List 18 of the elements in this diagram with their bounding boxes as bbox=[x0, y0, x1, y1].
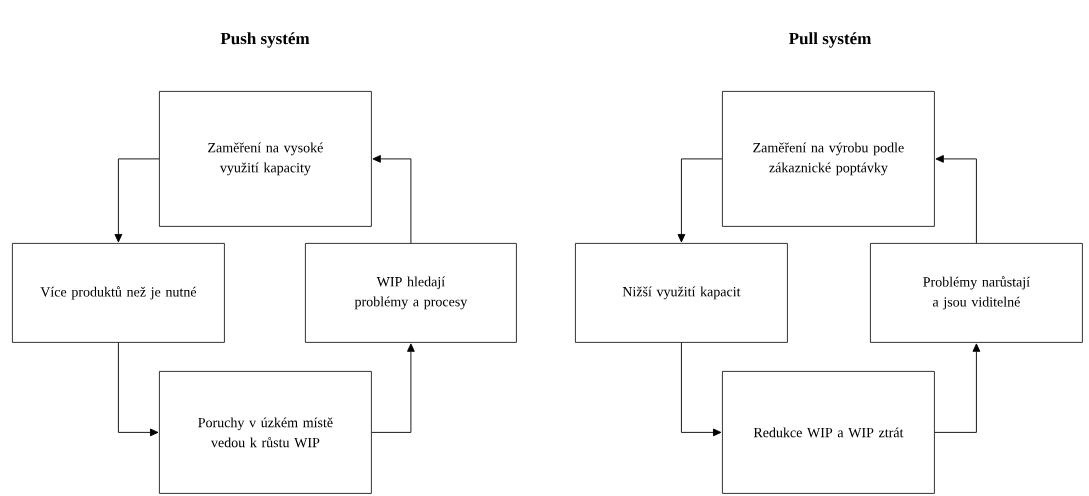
panel-title: Push systém bbox=[220, 32, 310, 48]
arrow bbox=[677, 158, 723, 243]
process-box: Více produktů než je nutné bbox=[12, 243, 225, 343]
panel-title: Pull systém bbox=[789, 32, 872, 48]
arrow bbox=[371, 343, 415, 433]
arrow bbox=[117, 342, 159, 437]
process-box: Zaměření na vysoké využití kapacity bbox=[159, 91, 372, 227]
process-box: Zaměření na výrobu podle zákaznické poptávky bbox=[722, 91, 935, 227]
process-box: Nižší využití kapacit bbox=[575, 243, 788, 343]
arrow bbox=[934, 343, 981, 433]
arrow bbox=[372, 155, 412, 244]
arrow bbox=[935, 155, 977, 244]
arrow bbox=[680, 342, 722, 437]
process-box: Poruchy v úzkém místě vedou k růstu WIP bbox=[159, 371, 372, 494]
process-box: Redukce WIP a WIP ztrát bbox=[722, 371, 935, 494]
process-box: WIP hledají problémy a procesy bbox=[305, 243, 517, 343]
arrow bbox=[114, 158, 160, 243]
process-box: Problémy narůstají a jsou viditelné bbox=[870, 243, 1083, 343]
